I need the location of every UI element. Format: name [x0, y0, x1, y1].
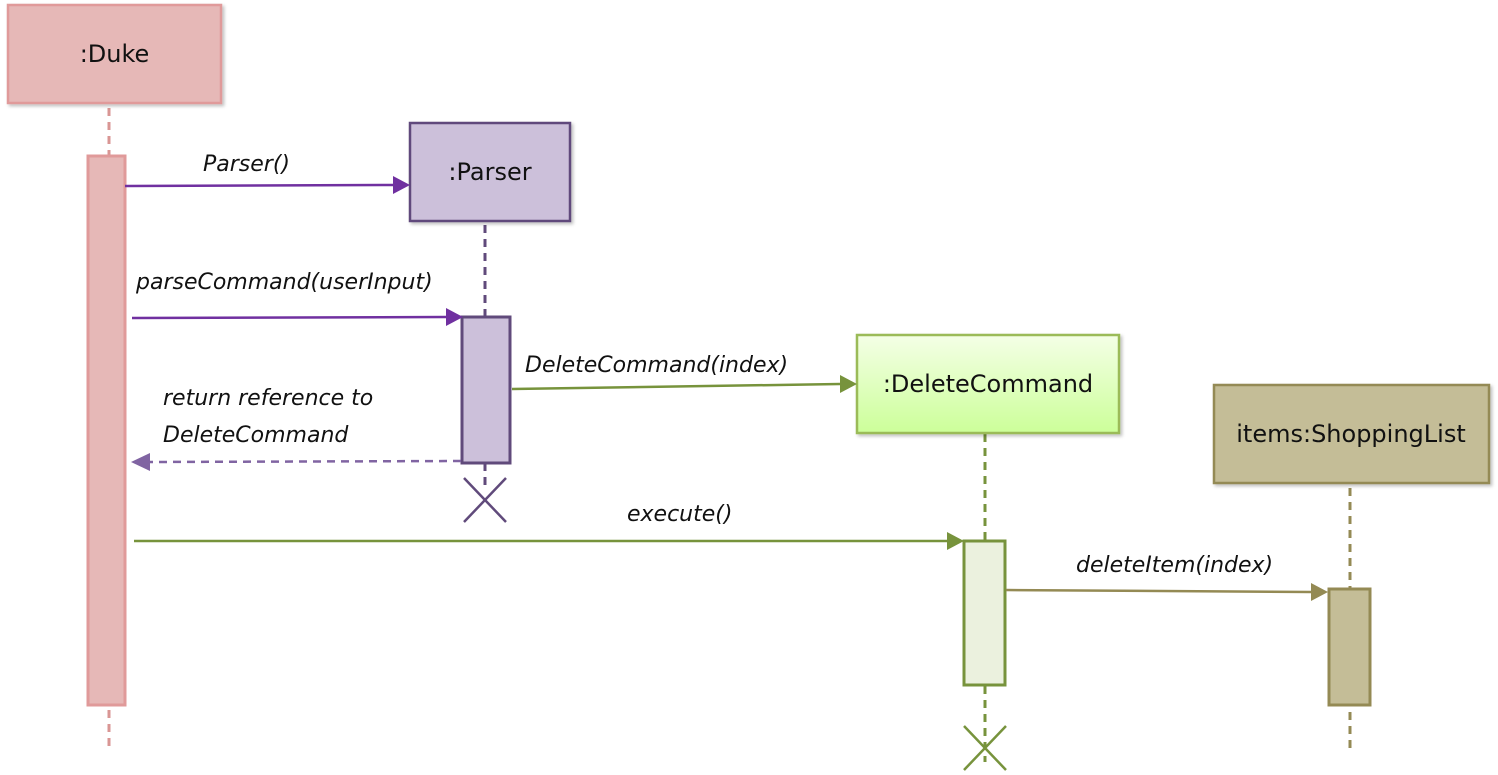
- delete-command-destroy-marker: [963, 725, 1007, 771]
- parser-activation-bar: [460, 315, 512, 465]
- message-return-reference-label-line2: DeleteCommand: [163, 423, 349, 448]
- delete-command-activation-bar: [962, 539, 1007, 687]
- message-delete-command-create-line: [511, 382, 841, 391]
- shopping-list-activation-bar: [1327, 587, 1372, 707]
- parser-box: [408, 121, 572, 223]
- participant-shopping-list: items:ShoppingList: [1212, 383, 1491, 750]
- message-delete-command-create-arrowhead: [840, 375, 857, 393]
- shopping-list-box: [1212, 383, 1491, 485]
- message-return-reference-line: [149, 459, 462, 464]
- message-parse-command-line: [131, 315, 447, 320]
- duke-box: [6, 3, 223, 105]
- message-parser-create: Parser(): [124, 152, 410, 194]
- message-execute: execute(): [134, 502, 964, 550]
- message-parser-create-line: [124, 183, 394, 188]
- shopping-list-label: items:ShoppingList: [1236, 420, 1465, 448]
- message-parse-command-arrowhead: [446, 308, 463, 326]
- parser-destroy-marker: [463, 477, 507, 523]
- message-parser-create-arrowhead: [393, 176, 410, 194]
- message-parse-command: parseCommand(userInput): [131, 270, 463, 326]
- message-parse-command-label: parseCommand(userInput): [135, 270, 433, 295]
- message-return-reference: return reference to DeleteCommand: [131, 386, 462, 471]
- message-delete-command-create-label: DeleteCommand(index): [525, 353, 788, 378]
- message-delete-command-create: DeleteCommand(index): [511, 353, 857, 393]
- participant-duke: :Duke: [6, 3, 223, 750]
- delete-command-label: :DeleteCommand: [883, 370, 1093, 398]
- message-delete-item: deleteItem(index): [1005, 553, 1328, 601]
- message-return-reference-label-line1: return reference to: [163, 386, 373, 411]
- message-parser-create-label: Parser(): [203, 152, 290, 177]
- message-delete-item-line: [1005, 588, 1312, 594]
- participant-parser: :Parser: [408, 121, 572, 523]
- message-execute-arrowhead: [947, 532, 964, 550]
- delete-command-box: [855, 333, 1121, 435]
- message-execute-label: execute(): [627, 502, 732, 527]
- participant-delete-command: :DeleteCommand: [855, 333, 1121, 771]
- duke-label: :Duke: [80, 40, 150, 68]
- message-delete-item-label: deleteItem(index): [1076, 553, 1273, 578]
- parser-label: :Parser: [448, 158, 531, 186]
- duke-activation-bar: [86, 154, 127, 707]
- message-return-reference-arrowhead: [131, 453, 150, 471]
- message-delete-item-arrowhead: [1311, 583, 1328, 601]
